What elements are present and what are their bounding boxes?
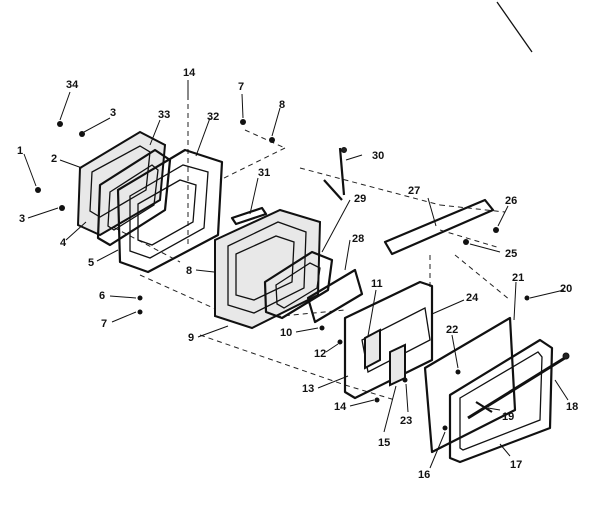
label-18: 18 <box>566 401 578 413</box>
part-31-bracket <box>230 206 268 226</box>
label-27: 27 <box>408 185 420 197</box>
part-19-clip <box>475 401 493 413</box>
label-23: 23 <box>400 415 412 427</box>
label-11: 11 <box>371 278 383 290</box>
label-32: 32 <box>207 111 219 123</box>
label-21: 21 <box>512 272 524 284</box>
part-27-trim <box>383 198 495 256</box>
part-30-latch <box>323 147 347 201</box>
label-4: 4 <box>60 237 67 249</box>
label-14: 14 <box>183 67 196 79</box>
part-17-outer-frame <box>448 338 554 464</box>
part-29-gasket <box>263 250 334 320</box>
label-22: 22 <box>446 324 458 336</box>
label-9: 9 <box>188 332 194 344</box>
part-24-plate <box>343 280 434 400</box>
label-14: 14 <box>334 401 347 413</box>
label-30: 30 <box>372 150 384 162</box>
label-7: 7 <box>101 318 107 330</box>
label-3: 3 <box>19 213 25 225</box>
part-32-door-frame <box>116 148 224 274</box>
label-3: 3 <box>110 107 116 119</box>
label-17: 17 <box>510 459 522 471</box>
label-12: 12 <box>314 348 326 360</box>
label-25: 25 <box>505 248 517 260</box>
label-28: 28 <box>352 233 364 245</box>
label-1: 1 <box>17 145 23 157</box>
screws <box>35 119 530 431</box>
label-2: 2 <box>51 153 57 165</box>
part-28-glass <box>306 268 364 324</box>
label-29: 29 <box>354 193 366 205</box>
label-13: 13 <box>302 383 314 395</box>
label-8: 8 <box>279 99 285 111</box>
label-8: 8 <box>186 265 192 277</box>
label-19: 19 <box>502 411 514 423</box>
part-33-insulation <box>96 148 172 247</box>
assembly-guide-lines <box>89 95 511 401</box>
label-20: 20 <box>560 283 572 295</box>
label-16: 16 <box>418 469 430 481</box>
part-21-outer-glass <box>423 316 517 454</box>
corner-line <box>496 1 533 53</box>
part-8-inner-panel <box>214 208 322 330</box>
label-15: 15 <box>378 437 390 449</box>
label-7: 7 <box>238 81 244 93</box>
label-5: 5 <box>88 257 94 269</box>
callout-labels: 34 3 33 1 2 3 4 5 14 32 7 8 30 31 29 28 … <box>17 67 578 481</box>
label-24: 24 <box>466 292 479 304</box>
leader-lines <box>23 80 569 469</box>
label-6: 6 <box>99 290 105 302</box>
label-26: 26 <box>505 195 517 207</box>
label-34: 34 <box>66 79 79 91</box>
label-31: 31 <box>258 167 270 179</box>
label-10: 10 <box>280 327 292 339</box>
label-33: 33 <box>158 109 170 121</box>
